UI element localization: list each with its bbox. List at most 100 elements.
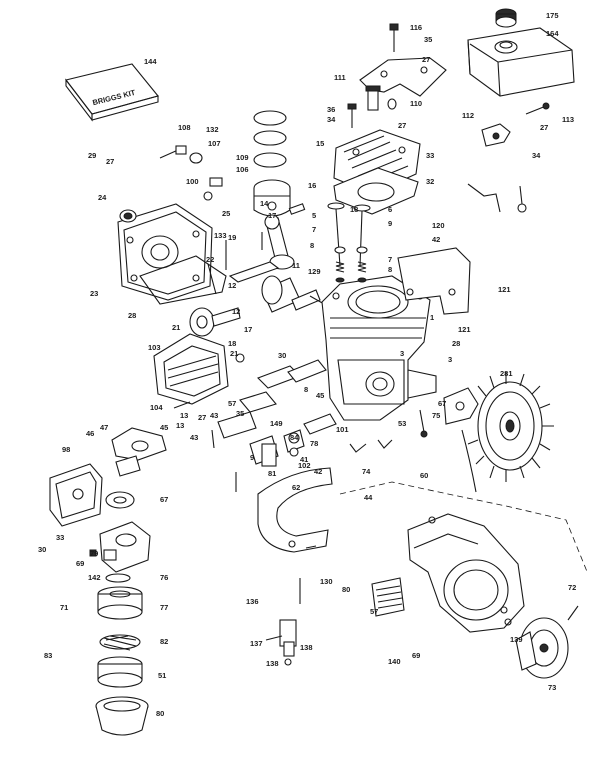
part-label: 8 xyxy=(304,385,308,394)
part-label: 107 xyxy=(208,139,221,148)
part-label: 8 xyxy=(310,241,314,250)
part-label: 33 xyxy=(56,533,64,542)
piston-rings xyxy=(253,110,287,168)
part-label: 28 xyxy=(452,339,460,348)
part-label: 57 xyxy=(370,607,378,616)
part-label: 139 xyxy=(510,635,523,644)
ignition-armature xyxy=(443,387,479,493)
part-label: 74 xyxy=(362,467,371,476)
part-label: 9 xyxy=(388,219,392,228)
carburetor-bowl xyxy=(49,463,103,527)
wrist-pin xyxy=(288,203,306,215)
head-gasket xyxy=(333,167,419,215)
part-label: 100 xyxy=(186,177,199,186)
part-label: 17 xyxy=(268,211,276,220)
tank-clamp xyxy=(481,102,550,147)
part-label: 72 xyxy=(568,583,576,592)
hardware-bolts xyxy=(173,103,527,626)
part-label: 43 xyxy=(190,433,198,442)
rewind-starter xyxy=(515,605,579,679)
part-label: 81 xyxy=(268,469,276,478)
carburetor-body xyxy=(89,521,151,573)
part-label: 112 xyxy=(462,111,474,120)
part-label: 45 xyxy=(160,423,168,432)
grille-screen xyxy=(371,577,405,617)
part-label: 69 xyxy=(412,651,420,660)
part-label: 35 xyxy=(424,35,432,44)
part-label: 30 xyxy=(38,545,46,554)
part-label: 73 xyxy=(548,683,556,692)
part-label: 142 xyxy=(88,573,101,582)
part-label: 25 xyxy=(222,209,230,218)
part-label: 132 xyxy=(206,125,219,134)
governor-shaft xyxy=(159,145,223,201)
dipstick-parts xyxy=(265,578,301,666)
part-label: 110 xyxy=(410,99,422,108)
part-label: 14 xyxy=(260,199,269,208)
part-label: 13 xyxy=(180,411,188,420)
connecting-rod xyxy=(261,214,295,270)
part-label: 9 xyxy=(250,453,254,462)
part-label: 82 xyxy=(160,637,168,646)
part-label: 130 xyxy=(320,577,333,586)
part-label: 21 xyxy=(230,349,238,358)
part-label: 27 xyxy=(540,123,548,132)
part-label: 164 xyxy=(546,29,559,38)
blower-housing xyxy=(407,513,525,633)
valve-springs xyxy=(334,246,368,283)
part-label: 12 xyxy=(232,307,240,316)
part-label: 36 xyxy=(327,105,335,114)
exhaust-valve xyxy=(353,204,371,267)
oil-seal xyxy=(119,209,137,223)
part-label: 7 xyxy=(388,255,392,264)
part-label: 138 xyxy=(266,659,279,668)
part-label: 28 xyxy=(128,311,136,320)
part-label: 149 xyxy=(270,419,283,428)
part-label: 129 xyxy=(308,267,321,276)
part-label: 140 xyxy=(388,657,401,666)
crankshaft xyxy=(228,261,325,313)
part-label: 79 xyxy=(90,549,98,558)
part-label: 101 xyxy=(336,425,349,434)
part-label: 22 xyxy=(206,255,214,264)
part-label: 106 xyxy=(236,165,249,174)
part-label: 35 xyxy=(236,409,244,418)
intake-valve xyxy=(327,202,345,267)
part-label: 281 xyxy=(500,369,513,378)
filter-gasket-76 xyxy=(105,573,131,583)
part-label: 5 xyxy=(312,211,316,220)
part-label: 47 xyxy=(100,423,108,432)
part-label: 7 xyxy=(312,225,316,234)
part-label: 21 xyxy=(172,323,180,332)
part-label: 138 xyxy=(300,643,313,652)
part-label: 53 xyxy=(398,419,406,428)
filter-screen-82 xyxy=(99,634,141,651)
piston xyxy=(253,179,291,217)
part-label: 13 xyxy=(176,421,184,430)
part-label: 8 xyxy=(388,265,392,274)
filter-cover-80 xyxy=(95,696,149,736)
air-cleaner-body xyxy=(153,333,245,405)
part-label: 43 xyxy=(210,411,218,420)
part-label: 18 xyxy=(228,339,236,348)
blower-housing-outline xyxy=(339,481,589,575)
carburetor-gasket-87 xyxy=(105,491,135,509)
gasket-kit-package: BRIGGS KIT xyxy=(65,63,159,122)
part-label: 84 xyxy=(290,433,299,442)
part-label: 71 xyxy=(60,603,68,612)
flywheel xyxy=(467,372,554,482)
part-label: 51 xyxy=(158,671,166,680)
sump-gasket xyxy=(257,467,333,553)
tank-bracket xyxy=(359,23,447,97)
part-label: 57 xyxy=(228,399,236,408)
part-label: 76 xyxy=(160,573,168,582)
part-label: 41 xyxy=(300,455,308,464)
part-label: 12 xyxy=(228,281,236,290)
part-label: 11 xyxy=(292,261,300,270)
part-label: 19 xyxy=(228,233,236,242)
part-label: 3 xyxy=(400,349,404,358)
part-label: 3 xyxy=(448,355,452,364)
